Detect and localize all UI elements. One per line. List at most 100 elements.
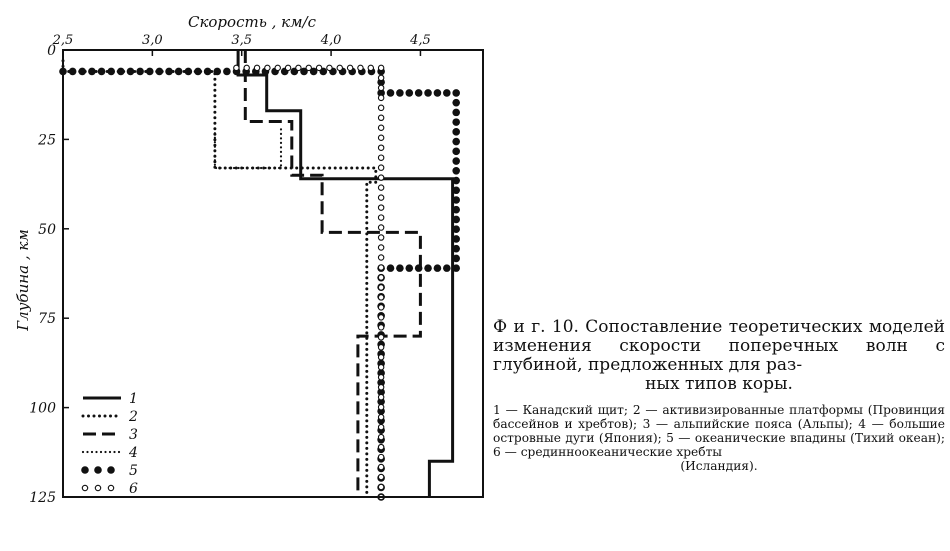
legend-item-3: 3 — [83, 427, 138, 443]
dot-67 — [396, 264, 404, 272]
dot-29 — [377, 214, 385, 221]
dot-82 — [377, 388, 385, 396]
x-tick-label-0: 2,5 — [52, 33, 74, 48]
dot-62 — [443, 264, 451, 272]
dot-17 — [377, 94, 385, 102]
dot-25 — [377, 174, 385, 181]
dot-3 — [264, 64, 271, 72]
y-tick-label-4: 100 — [29, 401, 56, 417]
dot-26 — [309, 67, 318, 76]
dot-9 — [145, 67, 154, 76]
dot-2 — [78, 67, 87, 76]
dot-20 — [377, 124, 385, 132]
dot-52 — [377, 443, 385, 451]
dot-42 — [377, 344, 385, 351]
series-6 — [233, 64, 385, 501]
x-tick-label-2: 3,5 — [231, 33, 252, 48]
dot-3 — [88, 67, 96, 76]
chart-series — [59, 50, 460, 501]
dot-42 — [443, 89, 451, 97]
dot-53 — [377, 453, 385, 461]
dot-44 — [452, 98, 460, 107]
dot-45 — [452, 108, 460, 117]
dot-39 — [414, 89, 423, 97]
y-tick-label-5: 125 — [29, 490, 56, 506]
dot-45 — [377, 373, 385, 381]
legend-item-6: 6 — [81, 481, 138, 497]
legend-item-5: 5 — [81, 463, 138, 479]
dot-14 — [377, 64, 385, 72]
dot-35 — [377, 274, 385, 281]
dot-66 — [405, 264, 414, 272]
dot-41 — [377, 334, 385, 341]
dot-48 — [452, 137, 460, 146]
dot-37 — [396, 89, 404, 97]
dot-25 — [300, 67, 308, 76]
dot-6 — [295, 64, 302, 72]
legend-swatch-6-dot-1 — [94, 484, 102, 492]
dot-15 — [377, 74, 385, 82]
legend-swatch-5-dot-0 — [81, 466, 89, 474]
legend-item-4: 4 — [81, 445, 138, 461]
x-axis-label: Скорость , км/с — [188, 13, 317, 31]
dot-9 — [326, 64, 333, 72]
series-4 — [213, 127, 283, 170]
series-3-line — [243, 50, 422, 497]
dot-13 — [184, 67, 193, 76]
dot-48 — [377, 403, 385, 411]
dot-23 — [377, 154, 385, 161]
dot-56 — [452, 215, 460, 224]
legend-swatch-6-dot-0 — [81, 484, 89, 492]
x-tick-label-1: 3,0 — [142, 33, 163, 48]
dot-8 — [315, 64, 323, 72]
dot-7 — [305, 64, 312, 72]
dot-18 — [377, 104, 385, 112]
dot-56 — [377, 483, 385, 491]
x-tick-label-4: 4,5 — [409, 33, 431, 48]
dot-38 — [405, 89, 414, 97]
figure-caption: Ф и г. 10. Сопоставление теоретических м… — [493, 318, 945, 474]
dot-24 — [377, 164, 385, 171]
dot-14 — [194, 67, 202, 76]
caption-main: Ф и г. 10. Сопоставление теоретических м… — [493, 318, 945, 394]
dot-15 — [203, 67, 212, 76]
dot-4 — [274, 64, 281, 72]
dot-5 — [107, 67, 116, 76]
dot-60 — [452, 254, 460, 263]
plot-frame — [62, 49, 484, 498]
dot-26 — [377, 184, 385, 191]
dot-44 — [377, 364, 385, 371]
caption-main-last: ных типов коры. — [645, 374, 793, 394]
dot-65 — [414, 264, 423, 272]
y-tick-label-1: 25 — [37, 132, 56, 148]
dot-32 — [377, 244, 385, 251]
dot-46 — [452, 118, 460, 126]
dot-4 — [97, 67, 106, 76]
series-5 — [59, 67, 460, 501]
dot-40 — [424, 89, 432, 97]
dot-19 — [377, 114, 385, 122]
dot-17 — [223, 67, 231, 76]
dot-57 — [452, 225, 460, 233]
dot-47 — [452, 128, 460, 136]
caption-legend-text: 1 — Канадский щит; 2 — активизированные … — [493, 403, 945, 459]
dot-55 — [452, 205, 460, 214]
y-tick-label-2: 50 — [38, 222, 56, 238]
legend-label-3: 3 — [129, 427, 138, 443]
dot-39 — [377, 314, 385, 321]
dot-36 — [386, 89, 395, 97]
dot-43 — [377, 354, 385, 361]
dot-35 — [377, 89, 385, 97]
dot-50 — [452, 157, 460, 165]
dot-0 — [233, 64, 240, 72]
legend-label-4: 4 — [128, 445, 138, 461]
dot-11 — [165, 67, 173, 76]
series-2 — [61, 59, 378, 499]
dot-49 — [377, 413, 385, 421]
dot-1 — [243, 64, 250, 72]
dot-41 — [433, 89, 442, 97]
dot-10 — [155, 67, 164, 76]
legend-label-6: 6 — [129, 481, 138, 497]
series-4-line — [213, 127, 283, 170]
